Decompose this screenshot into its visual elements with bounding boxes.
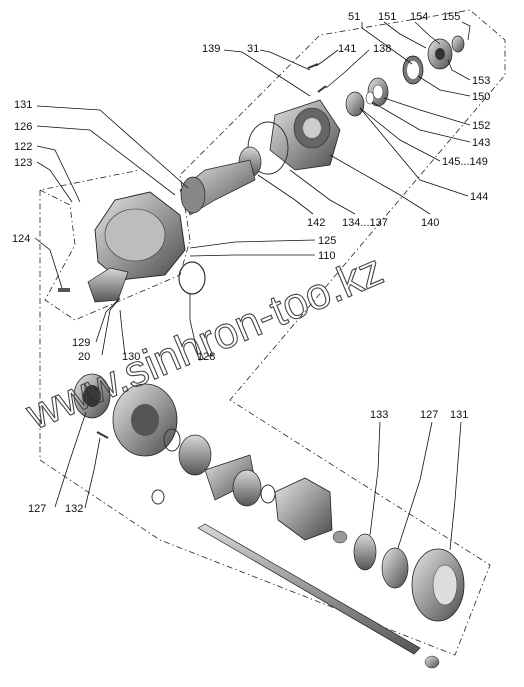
callout-labels: 51 151 154 155 139 31 141 138 153 150 15… bbox=[12, 11, 490, 515]
part-138-pin bbox=[317, 85, 327, 93]
part-122-housing-bore bbox=[104, 208, 166, 262]
part-154-bore bbox=[435, 48, 445, 60]
part-155 bbox=[451, 35, 465, 53]
part-150-inner bbox=[407, 61, 419, 79]
label-133: 133 bbox=[370, 409, 388, 421]
label-126: 126 bbox=[14, 121, 32, 133]
label-138: 138 bbox=[373, 43, 391, 55]
label-128: 128 bbox=[197, 351, 215, 363]
part-140-bore bbox=[303, 118, 321, 138]
part-131-pinion-teeth bbox=[180, 176, 206, 214]
part-spacer bbox=[332, 530, 348, 544]
part-axle-end-nut bbox=[424, 655, 440, 669]
leader-lines bbox=[34, 21, 471, 551]
label-155: 155 bbox=[442, 11, 460, 23]
label-20: 20 bbox=[78, 351, 90, 363]
part-131-ring-gear-bore bbox=[432, 564, 458, 606]
label-154: 154 bbox=[410, 11, 428, 23]
label-31: 31 bbox=[247, 43, 259, 55]
label-153: 153 bbox=[472, 75, 490, 87]
part-small-washer bbox=[151, 489, 165, 505]
part-127-bearing-right bbox=[381, 547, 409, 589]
group-outlines bbox=[39, 9, 506, 656]
part-side-gear bbox=[178, 434, 212, 476]
upper-group-outline bbox=[39, 9, 506, 656]
part-127-bearing-left-bore bbox=[83, 385, 101, 407]
part-128-gasket bbox=[178, 261, 206, 295]
label-129: 129 bbox=[72, 337, 90, 349]
label-140: 140 bbox=[421, 217, 439, 229]
label-143: 143 bbox=[472, 137, 490, 149]
part-143 bbox=[365, 91, 375, 105]
label-150: 150 bbox=[472, 91, 490, 103]
label-139: 139 bbox=[202, 43, 220, 55]
label-131-bottom: 131 bbox=[450, 409, 468, 421]
label-134-137: 134...137 bbox=[342, 217, 388, 229]
part-133-ring bbox=[353, 533, 377, 571]
label-151: 151 bbox=[378, 11, 396, 23]
label-145-149: 145...149 bbox=[442, 156, 488, 168]
label-131-top: 131 bbox=[14, 99, 32, 111]
label-122: 122 bbox=[14, 141, 32, 153]
part-124-bolt bbox=[58, 288, 70, 292]
label-132: 132 bbox=[65, 503, 83, 515]
part-planet-washer bbox=[260, 484, 276, 504]
part-132-pin bbox=[96, 431, 109, 439]
part-31-pin bbox=[307, 63, 319, 69]
label-110: 110 bbox=[318, 250, 336, 262]
label-142: 142 bbox=[307, 217, 325, 229]
label-123: 123 bbox=[14, 157, 32, 169]
label-127-right: 127 bbox=[420, 409, 438, 421]
part-144 bbox=[345, 91, 365, 117]
parts bbox=[58, 35, 465, 669]
part-diff-cup-bore bbox=[131, 404, 159, 436]
part-planet-gear bbox=[232, 469, 262, 507]
label-124: 124 bbox=[12, 233, 30, 245]
label-152: 152 bbox=[472, 120, 490, 132]
part-diff-housing-right bbox=[274, 477, 333, 541]
label-51: 51 bbox=[348, 11, 360, 23]
part-axle-shaft bbox=[197, 523, 421, 655]
part-thrust-washer bbox=[163, 428, 181, 452]
label-127-left: 127 bbox=[28, 503, 46, 515]
label-130: 130 bbox=[122, 351, 140, 363]
part-129-cap bbox=[87, 267, 129, 303]
part-152-inner bbox=[372, 84, 384, 100]
label-144: 144 bbox=[470, 191, 488, 203]
label-125: 125 bbox=[318, 235, 336, 247]
housing-group-outline bbox=[39, 189, 191, 321]
label-141: 141 bbox=[338, 43, 356, 55]
